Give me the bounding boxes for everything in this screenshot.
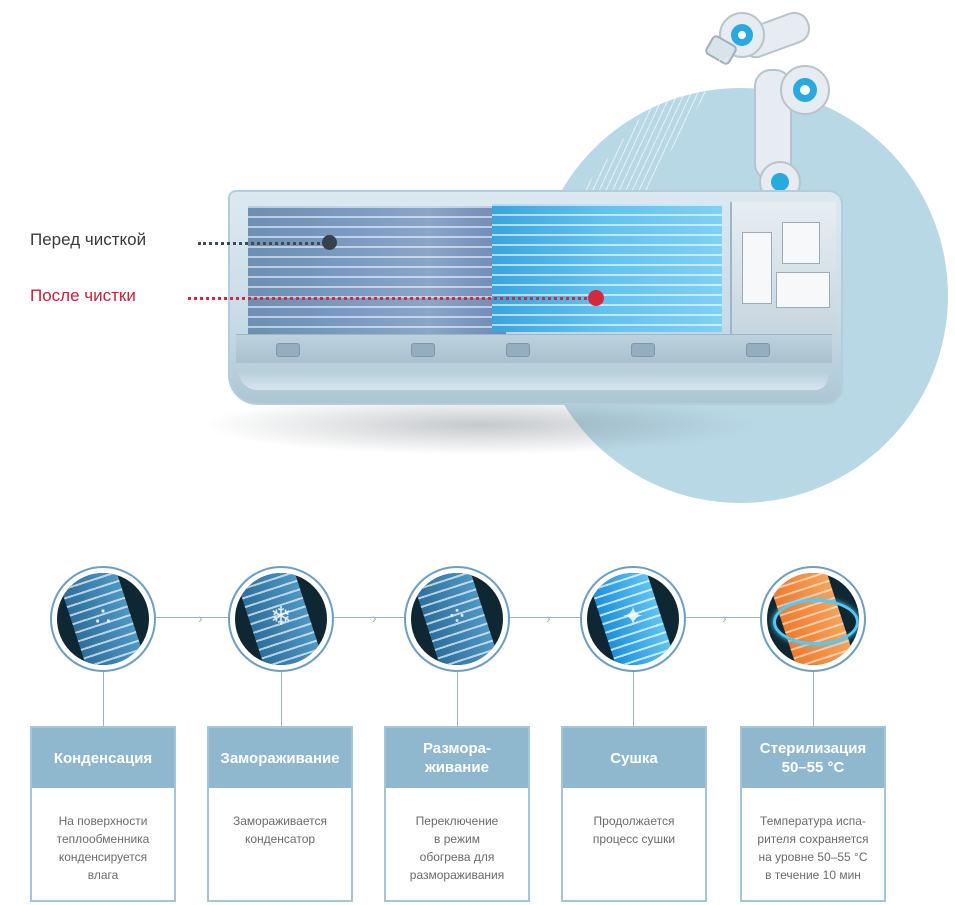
arrow-right-icon: › [546, 610, 551, 626]
clean-heat-exchanger [492, 204, 722, 332]
step-condensation-image: ∴ [50, 566, 156, 672]
step-connector [457, 672, 458, 726]
heat-ring-icon [773, 599, 859, 645]
snowflake-icon: ❄ [270, 601, 292, 631]
water-droplets-icon: ∴ [94, 601, 112, 631]
step-card-freezing: Замораживание Замораживается конденсатор [207, 726, 353, 902]
step-card-defrost: Размора- живание Переключение в режим об… [384, 726, 530, 902]
step-sterilization-image [760, 566, 866, 672]
sparkle-icon: ✦ [622, 601, 644, 631]
step-card-condensation: Конденсация На поверхности теплообменник… [30, 726, 176, 902]
step-description: Температура испа- рителя сохраняется на … [757, 814, 869, 882]
after-pointer-dot [588, 290, 604, 306]
dirty-heat-exchanger [248, 206, 506, 334]
step-card-sterilization: Стерилизация 50–55 °C Температура испа- … [740, 726, 886, 902]
step-connector [281, 672, 282, 726]
arrow-right-icon: › [198, 610, 203, 626]
step-connector [633, 672, 634, 726]
before-pointer-line [198, 242, 326, 245]
step-description: Продолжается процесс сушки [592, 814, 676, 846]
before-cleaning-label: Перед чисткой [30, 230, 147, 249]
step-description: На поверхности теплообменника конденсиру… [56, 814, 150, 882]
step-freezing-image: ❄ [228, 566, 334, 672]
after-cleaning-label: После чистки [30, 286, 136, 305]
unit-mechanism [730, 202, 836, 352]
after-pointer-line [188, 297, 593, 300]
unit-shadow [200, 395, 760, 455]
step-defrost-image: ⁘ [404, 566, 510, 672]
step-drying-image: ✦ [580, 566, 686, 672]
step-title: Конденсация [32, 728, 174, 788]
step-title: Замораживание [209, 728, 351, 788]
arrow-right-icon: › [722, 610, 727, 626]
unit-front-panel [236, 334, 832, 363]
step-title: Сушка [563, 728, 705, 788]
step-description: Замораживается конденсатор [233, 814, 327, 846]
hero-illustration: Перед чисткой После чистки [30, 11, 948, 503]
arrow-right-icon: › [372, 610, 377, 626]
robot-arm-icon [705, 11, 830, 200]
thaw-droplets-icon: ⁘ [446, 601, 468, 631]
before-pointer-dot [322, 235, 337, 250]
step-description: Переключение в режим обогрева для размор… [409, 814, 505, 882]
step-title: Стерилизация 50–55 °C [742, 728, 884, 788]
step-card-drying: Сушка Продолжается процесс сушки [561, 726, 707, 902]
step-title: Размора- живание [386, 728, 528, 788]
unit-louver [238, 370, 828, 390]
step-connector [103, 672, 104, 726]
step-connector [813, 672, 814, 726]
